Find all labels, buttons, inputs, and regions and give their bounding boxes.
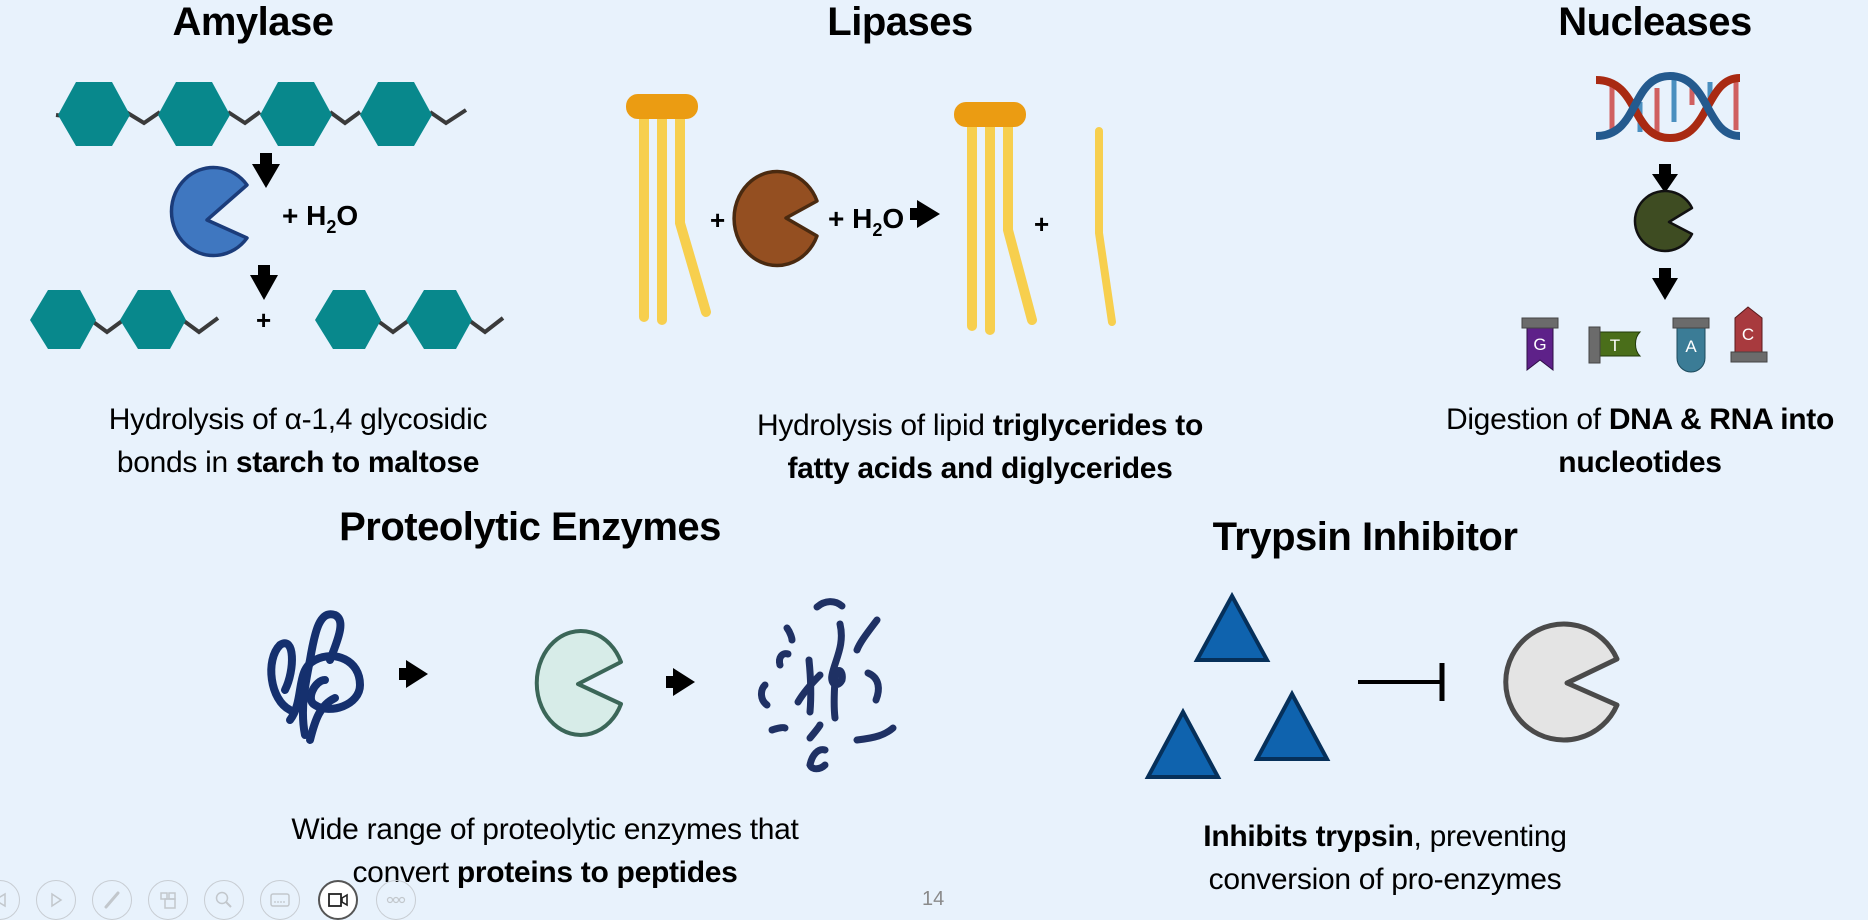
lipases-caption: Hydrolysis of lipid triglycerides to fat… xyxy=(756,409,1204,485)
nucleotide-g-icon: G xyxy=(1521,317,1559,372)
slides-grid-icon xyxy=(160,892,176,909)
more-icon xyxy=(386,896,406,904)
nucleotide-t-icon: T xyxy=(1588,326,1642,364)
next-slide-button[interactable] xyxy=(36,880,76,920)
previous-slide-button[interactable] xyxy=(0,880,20,920)
maltose-product xyxy=(30,290,220,349)
zoom-button[interactable] xyxy=(204,880,244,920)
svg-text:C: C xyxy=(1742,325,1754,344)
dna-helix-icon xyxy=(1595,71,1741,143)
lipase-enzyme-icon xyxy=(732,169,819,268)
trypsin-inhibitor-diagram xyxy=(1144,591,1620,779)
water-label: + H2O xyxy=(828,203,904,240)
see-all-slides-button[interactable] xyxy=(148,880,188,920)
pen-icon xyxy=(104,891,120,909)
svg-text:G: G xyxy=(1533,335,1546,354)
nucleotide-c-icon: C xyxy=(1730,306,1768,363)
camera-button[interactable] xyxy=(318,880,358,920)
proteolytic-caption: Wide range of proteolytic enzymes that c… xyxy=(291,813,799,889)
trypsin-enzyme-icon xyxy=(1503,621,1620,743)
video-camera-icon xyxy=(328,893,348,907)
arrow-down-icon xyxy=(1652,164,1678,193)
magnifier-icon xyxy=(215,891,232,908)
plus-sign: + xyxy=(1034,209,1049,239)
slide-number: 14 xyxy=(922,888,945,910)
trypsin-inhibitor-caption: Inhibits trypsin, preventing conversion … xyxy=(1203,820,1567,896)
protease-enzyme-icon xyxy=(534,629,623,737)
nucleases-caption: Digestion of DNA & RNA into nucleotides xyxy=(1445,403,1835,479)
amylase-title: Amylase xyxy=(172,0,334,44)
plus-sign: + xyxy=(256,305,271,335)
amylase-enzyme-icon xyxy=(169,165,249,258)
nucleases-title: Nucleases xyxy=(1558,0,1752,44)
peptide-fragments-icon xyxy=(758,598,897,773)
glucose-hexagon xyxy=(315,290,381,349)
arrow-down-icon xyxy=(1652,268,1678,300)
water-label: + H2O xyxy=(282,200,358,237)
trypsin-inhibitor-title: Trypsin Inhibitor xyxy=(1212,515,1518,559)
glucose-hexagon xyxy=(30,290,96,349)
inhibitor-triangle-icon xyxy=(1193,591,1271,662)
glucose-hexagon xyxy=(360,82,432,146)
amylase-diagram: + H2O + xyxy=(30,82,505,349)
diglyceride-icon xyxy=(954,102,1037,335)
nuclease-enzyme-icon xyxy=(1633,189,1694,253)
folded-protein-icon xyxy=(267,610,365,744)
arrow-down-icon xyxy=(252,153,280,188)
previous-icon xyxy=(0,892,6,908)
lipases-diagram: + + H2O + xyxy=(626,94,1116,335)
proteolytic-diagram xyxy=(267,598,897,773)
glucose-hexagon xyxy=(158,82,230,146)
amylase-caption: Hydrolysis of α-1,4 glycosidic bonds in … xyxy=(108,403,488,479)
play-icon xyxy=(51,892,63,908)
more-options-button[interactable] xyxy=(376,880,416,920)
glucose-hexagon xyxy=(58,82,130,146)
glucose-hexagon xyxy=(406,290,472,349)
nucleotide-a-icon: A xyxy=(1672,317,1710,373)
svg-text:A: A xyxy=(1685,337,1697,356)
nucleases-diagram xyxy=(1595,71,1741,300)
subtitles-button[interactable] xyxy=(260,880,300,920)
maltose-product xyxy=(315,290,505,349)
arrow-right-icon xyxy=(666,668,695,696)
pen-button[interactable] xyxy=(92,880,132,920)
starch-chain xyxy=(55,82,468,146)
arrow-down-icon xyxy=(250,265,278,300)
arrow-right-icon xyxy=(399,660,428,688)
glucose-hexagon xyxy=(120,290,186,349)
lipases-title: Lipases xyxy=(827,0,973,44)
glucose-hexagon xyxy=(260,82,332,146)
fatty-acid-icon xyxy=(1095,127,1116,326)
arrow-right-icon xyxy=(910,200,940,228)
plus-sign: + xyxy=(710,205,725,235)
svg-text:T: T xyxy=(1610,336,1620,355)
inhibition-arrow-icon xyxy=(1358,663,1445,701)
subtitles-icon xyxy=(270,893,290,907)
triglyceride-icon xyxy=(626,94,711,325)
proteolytic-title: Proteolytic Enzymes xyxy=(339,505,721,549)
inhibitor-triangle-icon xyxy=(1144,707,1222,779)
nucleotides-row: G T A C xyxy=(1521,306,1768,373)
inhibitor-triangle-icon xyxy=(1253,689,1331,761)
